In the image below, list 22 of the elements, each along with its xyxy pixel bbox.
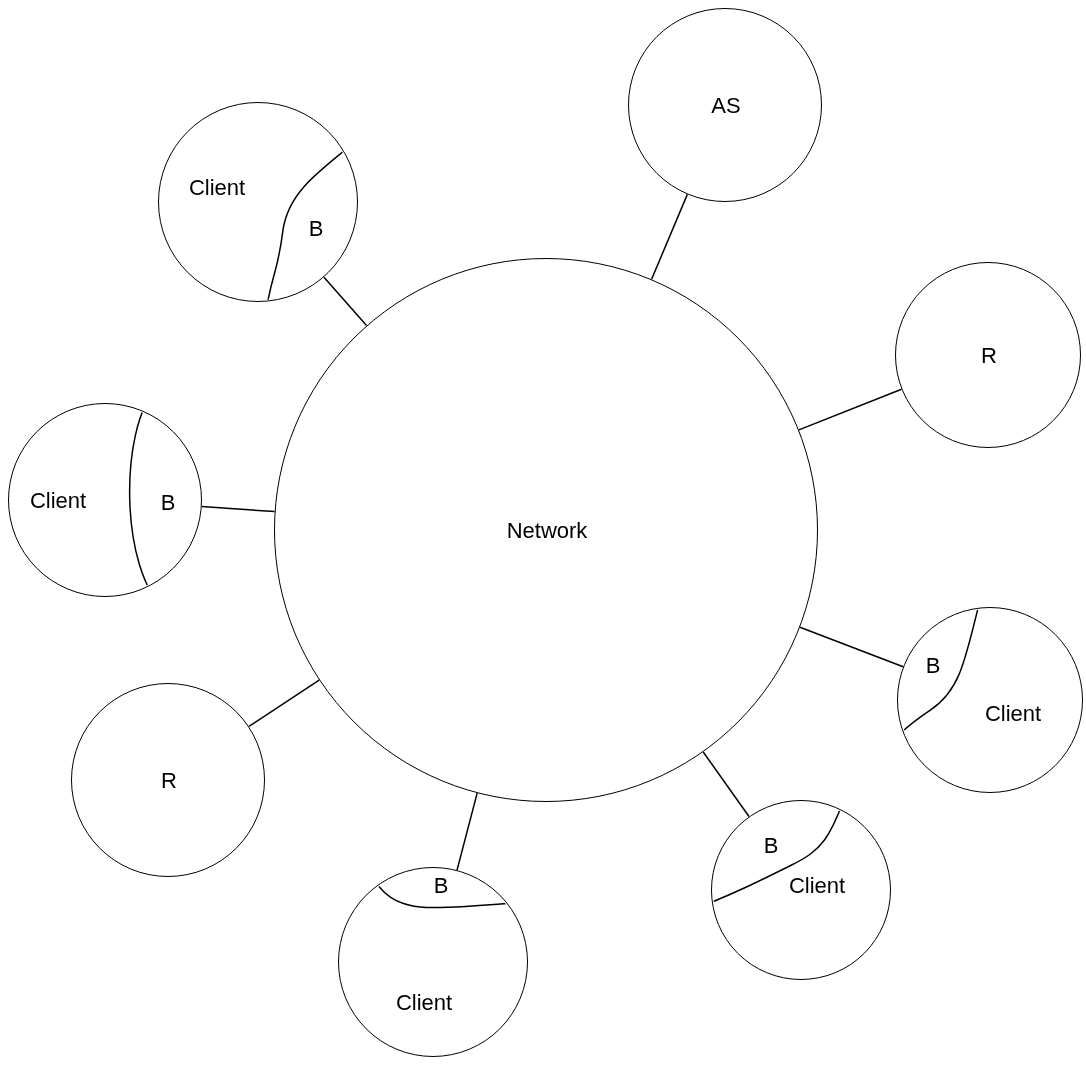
node-label: Client xyxy=(188,177,246,199)
connector-line xyxy=(201,505,276,513)
node-label: B xyxy=(925,655,941,677)
node-label: B xyxy=(763,835,779,857)
node-label: B xyxy=(433,875,449,897)
connector-line xyxy=(248,679,320,728)
node-label: Client xyxy=(395,992,453,1014)
connector-line xyxy=(702,751,750,818)
node-label: Network xyxy=(506,520,588,542)
node-label: B xyxy=(160,492,176,514)
connector-line xyxy=(798,388,903,431)
connector-line xyxy=(650,193,689,281)
node-label: R xyxy=(981,345,997,367)
node-label: AS xyxy=(711,95,741,117)
connector-line xyxy=(799,626,904,668)
node-label: Client xyxy=(984,703,1042,725)
node-label: R xyxy=(161,770,177,792)
connector-line xyxy=(456,792,478,871)
node-label: Client xyxy=(29,490,87,512)
node-label: B xyxy=(308,218,324,240)
connector-line xyxy=(323,276,368,327)
node-label: Client xyxy=(788,875,846,897)
